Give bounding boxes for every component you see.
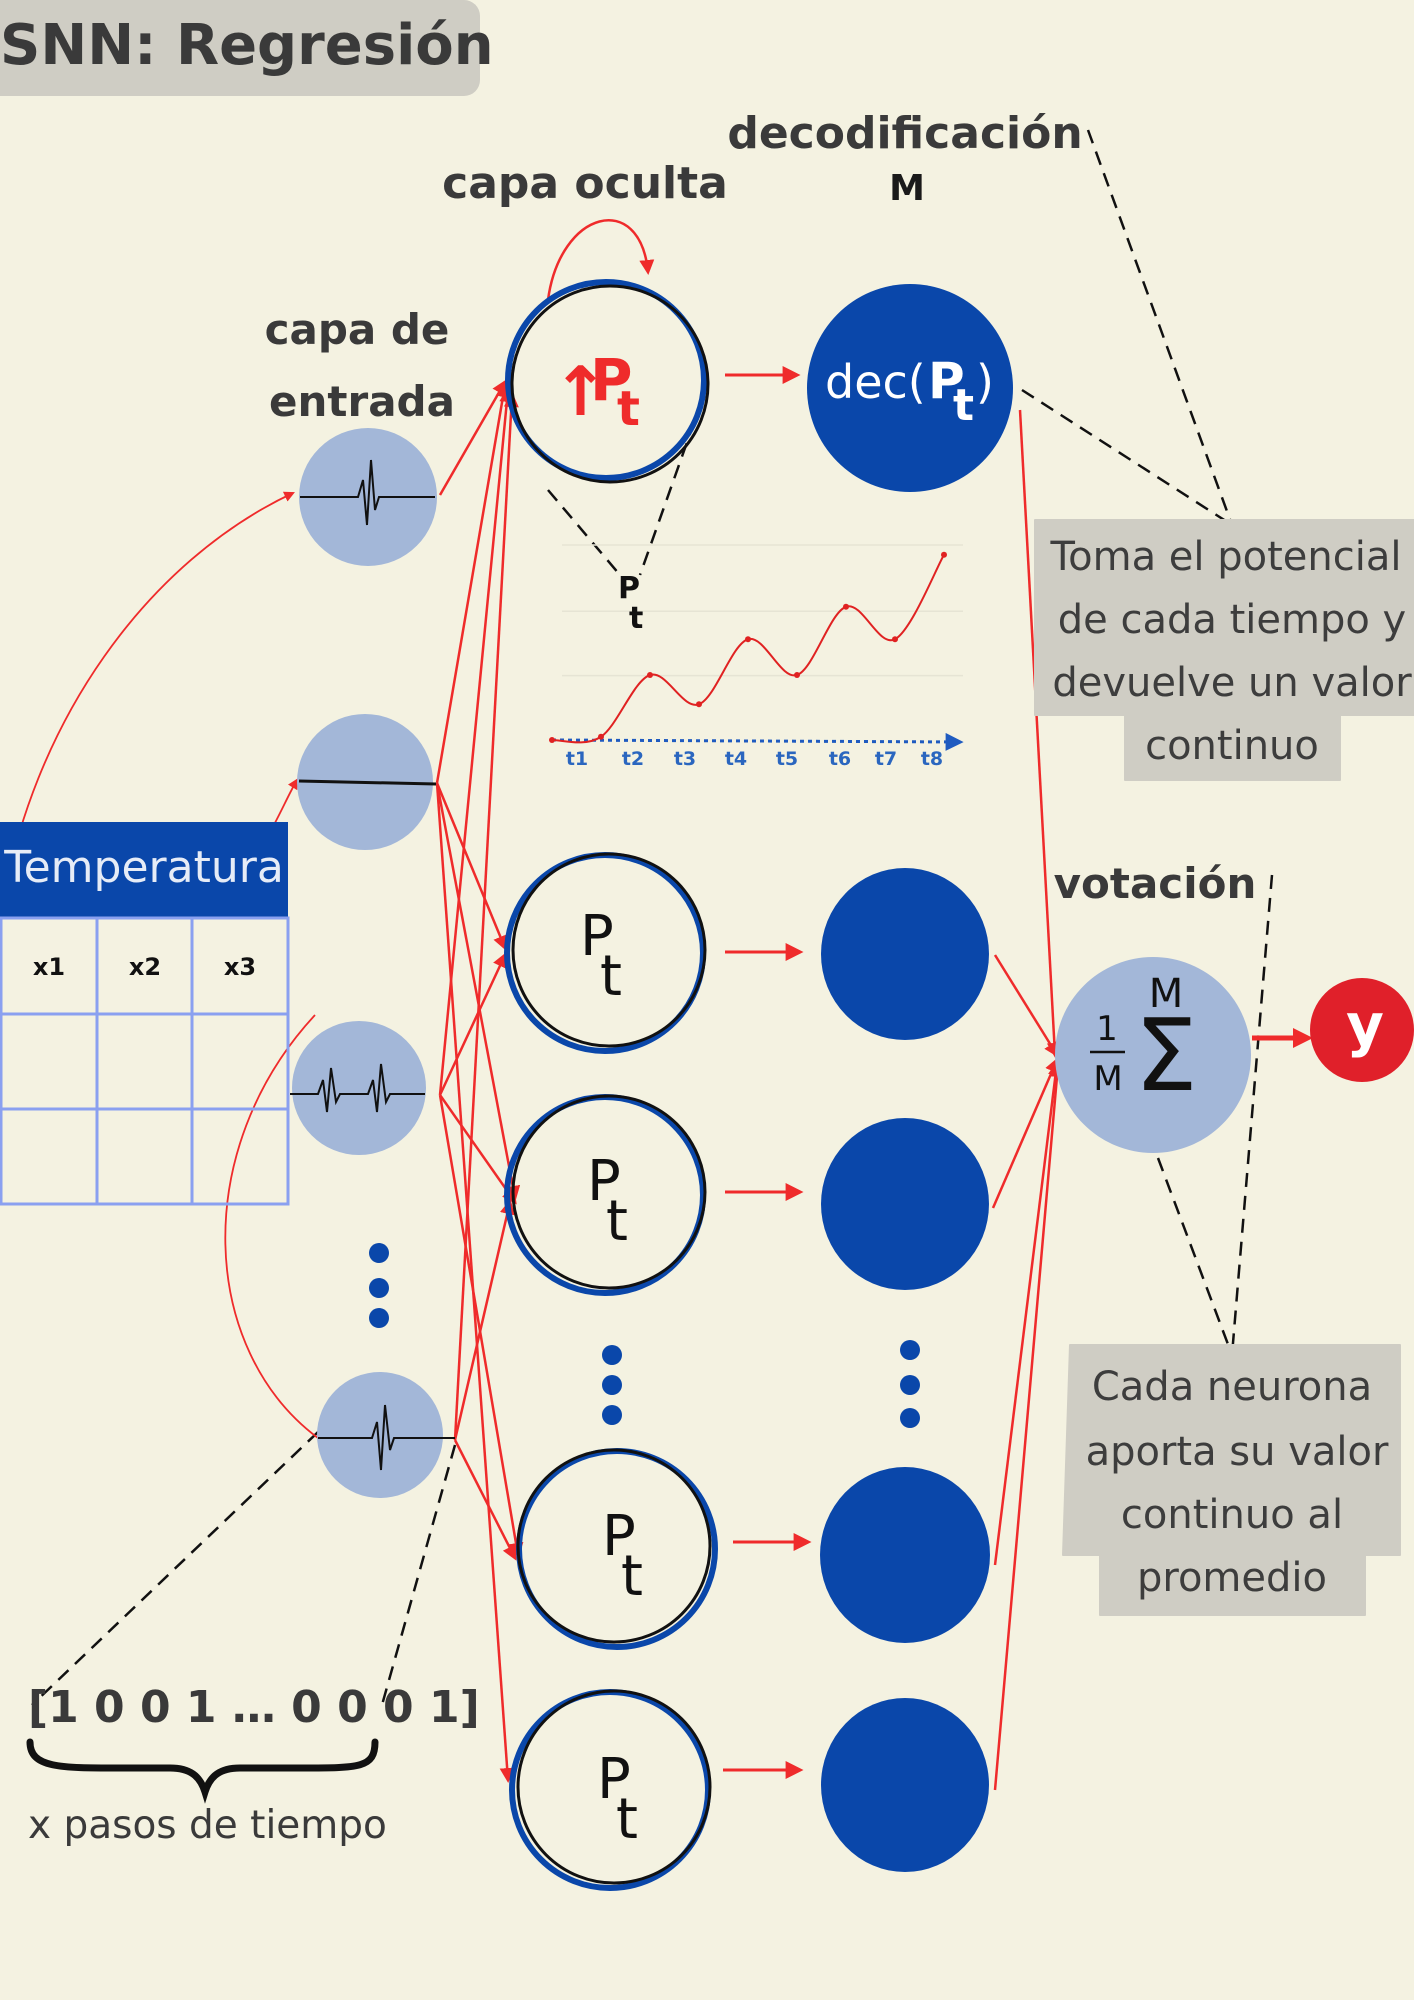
svg-text:t: t <box>600 944 622 1009</box>
input-neuron-3 <box>290 1021 426 1155</box>
spike-train-text: [1 0 0 1 … 0 0 0 1] <box>28 1682 480 1733</box>
svg-text:t: t <box>606 1189 628 1254</box>
hidden-ellipsis <box>602 1345 622 1425</box>
chart-tick-t4: t4 <box>725 748 747 770</box>
output-label: y <box>1346 991 1384 1059</box>
chart-point-9 <box>941 551 947 558</box>
hidden-to-decoder-arrows <box>723 366 812 1779</box>
voting-note-line1: Cada neurona <box>1092 1364 1372 1410</box>
input-ellipsis <box>369 1243 389 1328</box>
hidden-neuron-5: P t <box>509 1689 712 1891</box>
decoder-to-sum-links <box>991 409 1065 1791</box>
chart-tick-t7: t7 <box>875 748 897 770</box>
hidden-neuron-2: P t <box>504 852 707 1054</box>
chart-points <box>549 551 947 743</box>
temperature-table: Temperatura x1 x2 x3 <box>0 822 290 1206</box>
decoding-note-line4: continuo <box>1145 723 1319 769</box>
svg-text:P: P <box>590 346 633 414</box>
membrane-potential-chart: t1 t2 t3 t4 t5 t6 t7 t8 P t <box>549 544 964 770</box>
decoding-label: decodificación <box>727 108 1082 159</box>
chart-pt-label: P <box>618 571 640 606</box>
svg-text:t: t <box>953 380 974 431</box>
svg-text:P: P <box>580 904 614 969</box>
input-layer-label-line1: capa de <box>265 305 450 354</box>
chart-tick-t2: t2 <box>622 748 644 770</box>
sum-upper-limit: M <box>1149 971 1184 1017</box>
decoding-note-line3: devuelve un valor <box>1052 660 1412 706</box>
chart-time-axis <box>551 732 964 751</box>
decoding-m-label: M <box>889 168 925 209</box>
hidden-neuron-3: P t <box>504 1094 707 1296</box>
chart-point-3 <box>647 672 653 678</box>
input-to-hidden-links <box>435 379 524 1783</box>
hidden-layer-label: capa oculta <box>442 158 728 209</box>
chart-point-4 <box>696 701 702 708</box>
voting-note: Cada neurona aporta su valor continuo al… <box>1062 1344 1401 1616</box>
sum-denominator: M <box>1093 1059 1122 1099</box>
chart-point-2 <box>598 733 604 740</box>
voting-note-line4: promedio <box>1137 1555 1327 1601</box>
chart-ticks: t1 t2 t3 t4 t5 t6 t7 t8 <box>566 748 943 770</box>
curly-brace-icon <box>26 1738 379 1804</box>
chart-tick-t8: t8 <box>921 748 943 770</box>
sum-numerator: 1 <box>1096 1009 1118 1049</box>
sum-node: 1 M M Σ <box>1055 957 1251 1153</box>
chart-grid <box>562 544 963 677</box>
chart-tick-t1: t1 <box>566 748 588 770</box>
svg-text:t: t <box>621 1544 643 1609</box>
table-col-x2: x2 <box>129 953 161 981</box>
svg-text:P: P <box>928 352 965 410</box>
svg-text:P: P <box>602 1504 636 1569</box>
svg-text:P: P <box>587 1149 621 1214</box>
decoder-neuron-top: dec( P t ) <box>807 284 1013 492</box>
recurrent-arrow <box>546 219 655 301</box>
input-layer-label-line2: entrada <box>269 377 455 426</box>
table-col-x1: x1 <box>33 953 65 981</box>
spike-train-caption: x pasos de tiempo <box>28 1803 387 1848</box>
input-neuron-1 <box>299 428 437 566</box>
table-header: Temperatura <box>3 842 284 893</box>
chart-tick-t5: t5 <box>776 748 798 770</box>
input-neuron-4 <box>317 1372 455 1498</box>
hidden-neuron-top: ↑ P t <box>505 279 710 484</box>
sigma-icon: Σ <box>1134 997 1197 1114</box>
decoder-neuron-5 <box>821 1698 989 1872</box>
hidden-neuron-4: P t <box>516 1448 718 1650</box>
input-neuron-2 <box>297 714 437 850</box>
chart-point-7 <box>843 603 849 610</box>
chart-point-5 <box>745 636 751 643</box>
decoding-note-line2: de cada tiempo y <box>1058 597 1406 643</box>
decoder-ellipsis <box>900 1340 920 1428</box>
output-node: y <box>1310 978 1414 1082</box>
svg-text:dec(: dec( <box>825 355 926 409</box>
decoding-note: Toma el potencial de cada tiempo y devue… <box>1034 519 1414 781</box>
chart-series-line <box>551 554 945 744</box>
chart-tick-t6: t6 <box>829 748 851 770</box>
svg-text:t: t <box>617 381 640 437</box>
svg-text:P: P <box>597 1747 631 1812</box>
voting-note-line3: continuo al <box>1121 1492 1343 1538</box>
chart-point-1 <box>549 737 555 743</box>
voting-label: votación <box>1054 859 1257 908</box>
decoder-neuron-4 <box>820 1467 990 1643</box>
table-header-bg <box>0 822 288 918</box>
voting-note-line2: aporta su valor <box>1086 1429 1389 1475</box>
table-col-x3: x3 <box>224 953 256 981</box>
chart-point-8 <box>892 636 898 643</box>
chart-point-6 <box>794 672 800 678</box>
decoding-note-line1: Toma el potencial <box>1050 534 1402 580</box>
page-title: SNN: Regresión <box>0 13 494 78</box>
svg-text:t: t <box>616 1787 638 1852</box>
annotation-dashes <box>31 129 1274 1706</box>
decoder-neuron-3 <box>821 1118 989 1290</box>
increase-arrow-icon: ↑ <box>552 353 609 432</box>
svg-text:t: t <box>629 601 643 636</box>
title-box: SNN: Regresión <box>0 0 494 96</box>
svg-text:): ) <box>976 355 994 409</box>
chart-tick-t3: t3 <box>674 748 696 770</box>
decoder-neuron-2 <box>821 868 989 1040</box>
